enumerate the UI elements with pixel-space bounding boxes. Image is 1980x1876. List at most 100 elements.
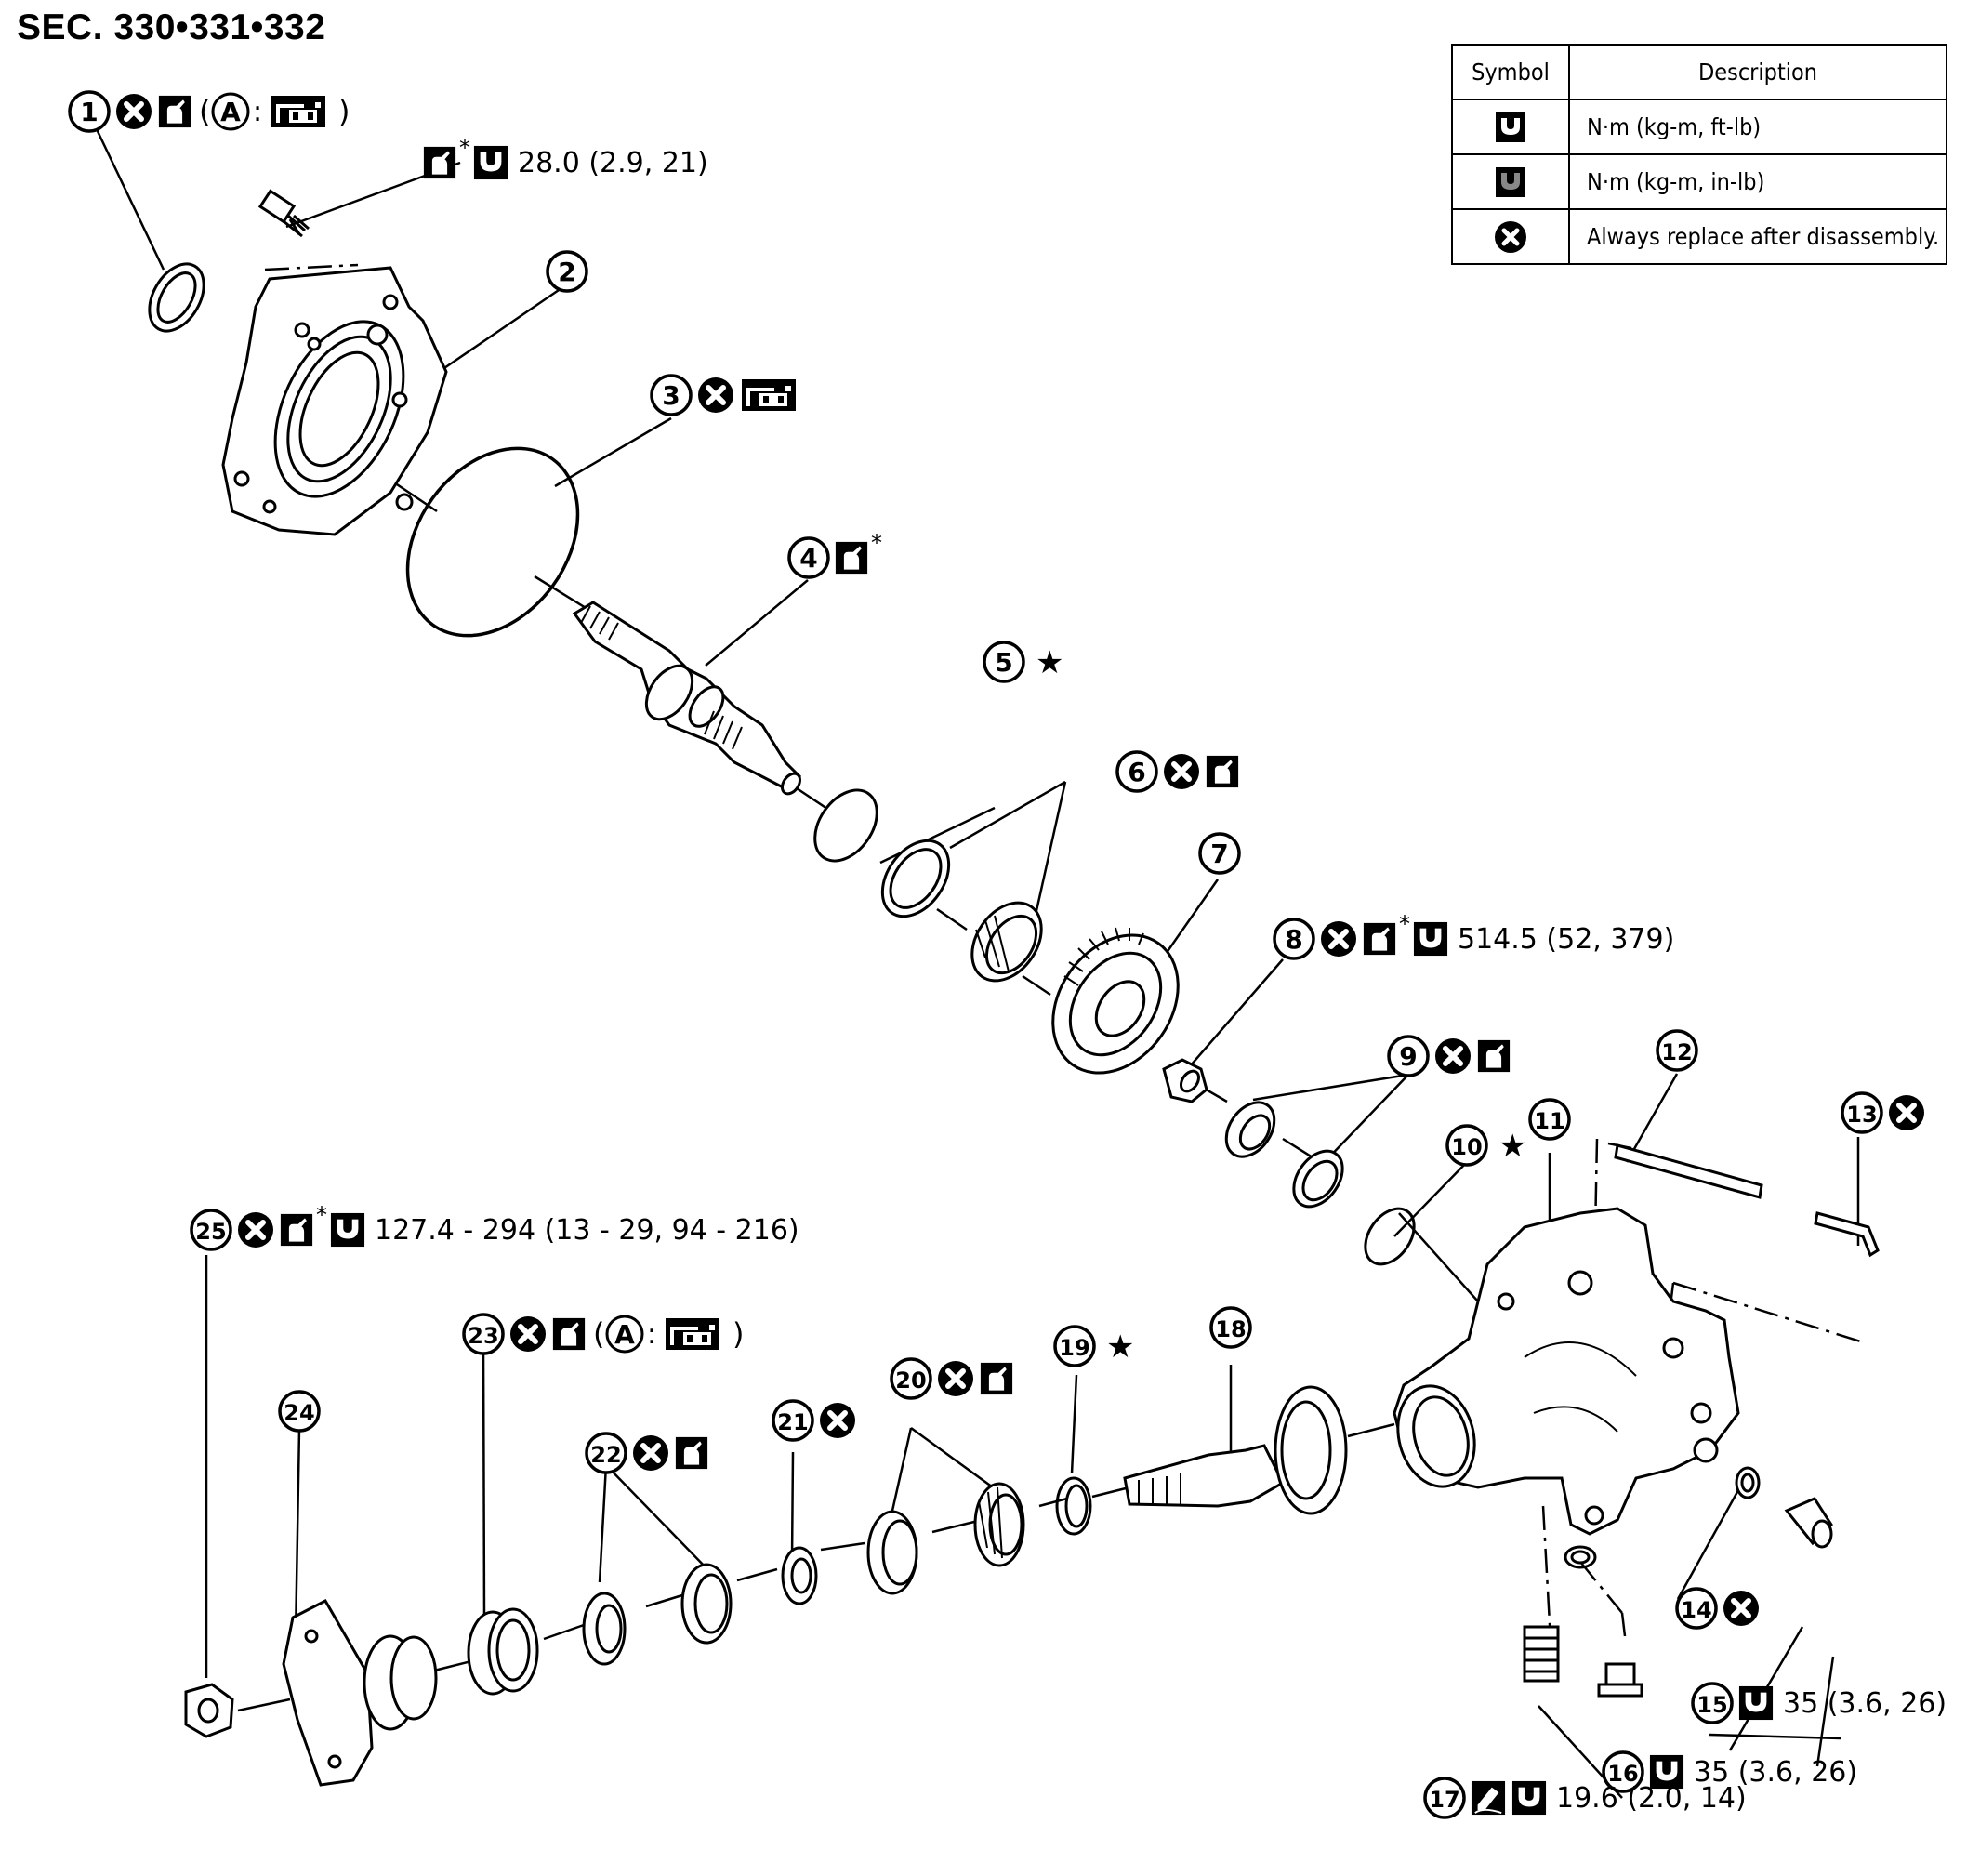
always-replace-icon: [510, 1316, 546, 1352]
torque-wrench-icon: [1511, 1780, 1547, 1816]
letter-a-circle: [211, 92, 250, 131]
callout-number-circle: [1691, 1682, 1734, 1724]
part-gear-7: [1051, 927, 1180, 1075]
star-mark: ★: [1498, 1128, 1526, 1165]
callout-25: 25*127.4 - 294 (13 - 29, 94 - 216): [190, 1202, 799, 1251]
callout-number-circle: [1841, 1091, 1883, 1134]
part-plug-15: [1784, 1497, 1833, 1549]
oil-can-icon: [1206, 755, 1239, 788]
callout-number: 15: [1696, 1692, 1727, 1718]
callout-21: 21: [772, 1399, 855, 1442]
callout-number: 11: [1534, 1108, 1564, 1134]
sealant-icon: [1471, 1779, 1506, 1817]
note-letter: A: [220, 97, 241, 127]
callout-number-circle: [190, 1209, 232, 1251]
callout-number: 16: [1607, 1761, 1638, 1787]
callout-number-circle: [1387, 1035, 1430, 1077]
part-o-ring-3: [405, 446, 580, 638]
callout-23: 23(A:): [462, 1313, 744, 1355]
callout-number-circle: [650, 374, 693, 416]
callout-number-circle: [585, 1432, 627, 1474]
part-bearing-6: [880, 839, 1043, 983]
always-replace-icon: [1723, 1591, 1759, 1626]
part-bearing-20: [866, 1482, 1025, 1595]
callout-number: 7: [1210, 839, 1228, 869]
note-paren-close: ): [338, 94, 350, 129]
callout-number-circle: [278, 1390, 321, 1433]
oil-can-icon: [675, 1436, 708, 1470]
centerline-axis: [237, 441, 1479, 1712]
always-replace-icon: [1321, 921, 1356, 957]
callout-number: 12: [1661, 1039, 1692, 1065]
callout-number-circle: [772, 1399, 814, 1442]
callout-number: 21: [777, 1409, 808, 1435]
callout-number-circle: [890, 1357, 932, 1400]
callout-number-circle: [1602, 1750, 1644, 1793]
callout-number-circle: [1445, 1124, 1488, 1167]
callout-7: 7: [1198, 832, 1241, 875]
part-nut-25: [184, 1683, 234, 1738]
part-shaft-18: [1123, 1385, 1348, 1515]
callout-14: 14: [1675, 1587, 1759, 1630]
grease-tool-icon: [742, 379, 796, 411]
callout-number-circle: [1053, 1325, 1096, 1367]
part-cover-2: [221, 266, 448, 536]
oil-can-icon: [835, 541, 868, 575]
callout-10: 10 ★: [1445, 1124, 1526, 1167]
part-bearing-22: [582, 1563, 733, 1666]
callout-number-circle: [1273, 918, 1315, 960]
always-replace-icon: [1164, 754, 1199, 789]
callout-number-circle: [1115, 750, 1158, 793]
callout-number: 10: [1451, 1134, 1482, 1160]
torque-wrench-icon: [330, 1212, 365, 1248]
always-replace-icon: [116, 94, 152, 129]
callout-number: 5: [995, 647, 1012, 678]
asterisk-mark: *: [316, 1202, 327, 1228]
legend-description: N·m (kg-m, in-lb): [1568, 153, 1947, 210]
callout-18: 18: [1209, 1306, 1252, 1349]
callout-number-circle: [1209, 1306, 1252, 1349]
callout-11: 11: [1528, 1098, 1571, 1141]
callout-5: 5★: [983, 641, 1063, 683]
callout-number-circle: [1656, 1029, 1698, 1072]
always-replace-icon: [938, 1361, 973, 1396]
note-paren-close: ): [733, 1316, 744, 1352]
torque-spec: 127.4 - 294 (13 - 29, 94 - 216): [375, 1214, 799, 1247]
part-oil-seal-1: [148, 262, 205, 333]
part-shaft-4: [572, 601, 802, 796]
callout-number: 9: [1399, 1041, 1417, 1072]
part-flange-24: [282, 1599, 438, 1787]
legend-description: N·m (kg-m, ft-lb): [1568, 99, 1947, 155]
callout-number: 4: [799, 543, 817, 574]
callout-13: 13: [1841, 1091, 1924, 1134]
callout-bolt: *28.0 (2.9, 21): [423, 135, 708, 180]
part-case-11: [1393, 1207, 1740, 1536]
callout-number-circle: [787, 536, 830, 579]
callout-number: 18: [1215, 1316, 1246, 1342]
legend-row: Always replace after disassembly.: [1451, 208, 1947, 265]
always-replace-icon: [820, 1403, 855, 1438]
torque-spec: 514.5 (52, 379): [1458, 923, 1674, 956]
callout-number-circle: [1198, 832, 1241, 875]
torque-wrench-icon: [1496, 112, 1525, 142]
callout-number: 3: [662, 380, 680, 411]
asterisk-mark: *: [871, 530, 882, 556]
part-pin-12: [1614, 1143, 1763, 1199]
oil-can-icon: [980, 1362, 1013, 1395]
torque-wrench-small-icon: [1496, 166, 1525, 197]
callout-4: 4*: [787, 530, 882, 579]
callout-number-circle: [546, 250, 588, 293]
oil-can-icon: [158, 95, 191, 128]
part-shim-5: [813, 788, 878, 863]
callout-number-circle: [983, 641, 1025, 683]
callout-8: 8*514.5 (52, 379): [1273, 911, 1674, 960]
asterisk-mark: *: [459, 135, 470, 161]
callout-number: 23: [468, 1323, 498, 1349]
legend-description: Always replace after disassembly.: [1568, 208, 1947, 265]
callout-number-circle: [68, 90, 111, 133]
torque-wrench-icon: [1738, 1685, 1774, 1721]
part-bearing-9: [1224, 1101, 1344, 1209]
callout-number: 1: [80, 97, 98, 127]
torque-spec: 19.6 (2.0, 14): [1556, 1782, 1747, 1815]
